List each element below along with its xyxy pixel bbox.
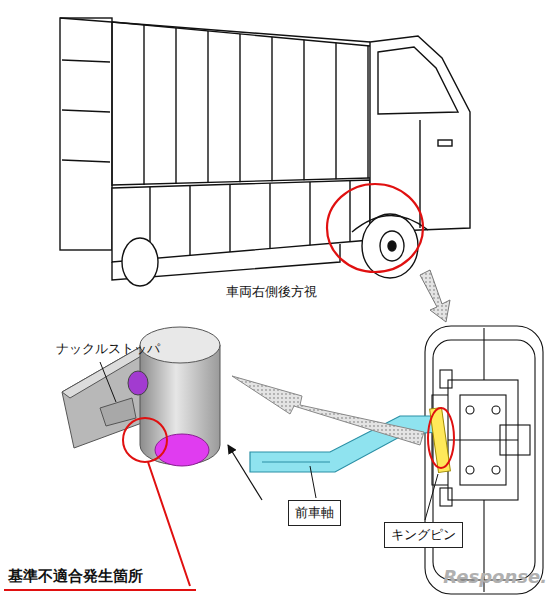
leader-line [100,362,116,402]
truck-drawing [60,18,370,42]
view-caption: 車両右側後方視 [226,283,317,301]
knuckle-part [100,398,136,426]
truck-drawing [112,22,370,46]
truck-drawing [271,37,272,181]
truck-drawing [335,43,336,179]
leader-line [425,474,438,520]
truck-drawing [60,18,112,250]
truck-drawing [362,214,418,278]
truck-drawing [143,25,144,185]
wheel-section [466,466,474,474]
truck-drawing [189,186,190,256]
truck-drawing [380,231,404,261]
wheel-section [440,488,452,506]
truck-drawing [303,40,304,180]
truck-drawing [62,60,110,62]
callout-box: 前車軸 [288,500,341,526]
watermark: Response. [443,566,547,587]
truck-drawing [207,31,208,183]
truck-drawing [367,46,368,179]
highlight-circle [123,418,167,462]
zoom-arrow [420,270,450,322]
zoom-arrow [232,376,424,445]
wheel-section [492,466,500,474]
truck-drawing [62,160,110,162]
truck-drawing [122,238,158,286]
highlight-circle [428,408,454,468]
part-name: 前車軸 [295,504,334,522]
truck-drawing [62,110,110,112]
truck-drawing [111,22,112,186]
truck-drawing [150,181,350,259]
highlight-circle [327,184,423,272]
truck-drawing [309,182,310,245]
defect-location: 基準不適合発生箇所 [8,567,143,586]
knuckle-part [155,434,209,466]
wheel-section [425,326,543,594]
front-axle [262,462,330,463]
truck-drawing [239,34,240,182]
wheel-section [466,406,474,414]
part-name: ナックルストッパ [56,340,160,358]
leader-line [310,466,316,498]
pointer-arrow [228,445,262,500]
callout-box: キングピン [384,522,463,548]
truck-drawing [352,215,428,232]
leader-line [4,462,196,590]
wheel-section [425,326,543,594]
front-axle [250,416,442,472]
truck-drawing [62,22,368,186]
wheel-section [492,406,500,414]
truck-drawing [269,183,270,248]
wheel-section [448,380,518,500]
truck-drawing [370,36,470,232]
part-name: キングピン [391,526,456,544]
knuckle-part [128,371,148,395]
truck-drawing [60,18,470,286]
wheel-section [448,439,518,440]
knuckle-part [62,346,150,448]
wheel-section [440,370,452,388]
truck-drawing [388,241,396,251]
truck-drawing [378,47,458,114]
truck-drawing [175,28,176,184]
truck-drawing [229,184,230,252]
wheel-section [500,425,530,455]
truck-drawing [438,140,452,146]
